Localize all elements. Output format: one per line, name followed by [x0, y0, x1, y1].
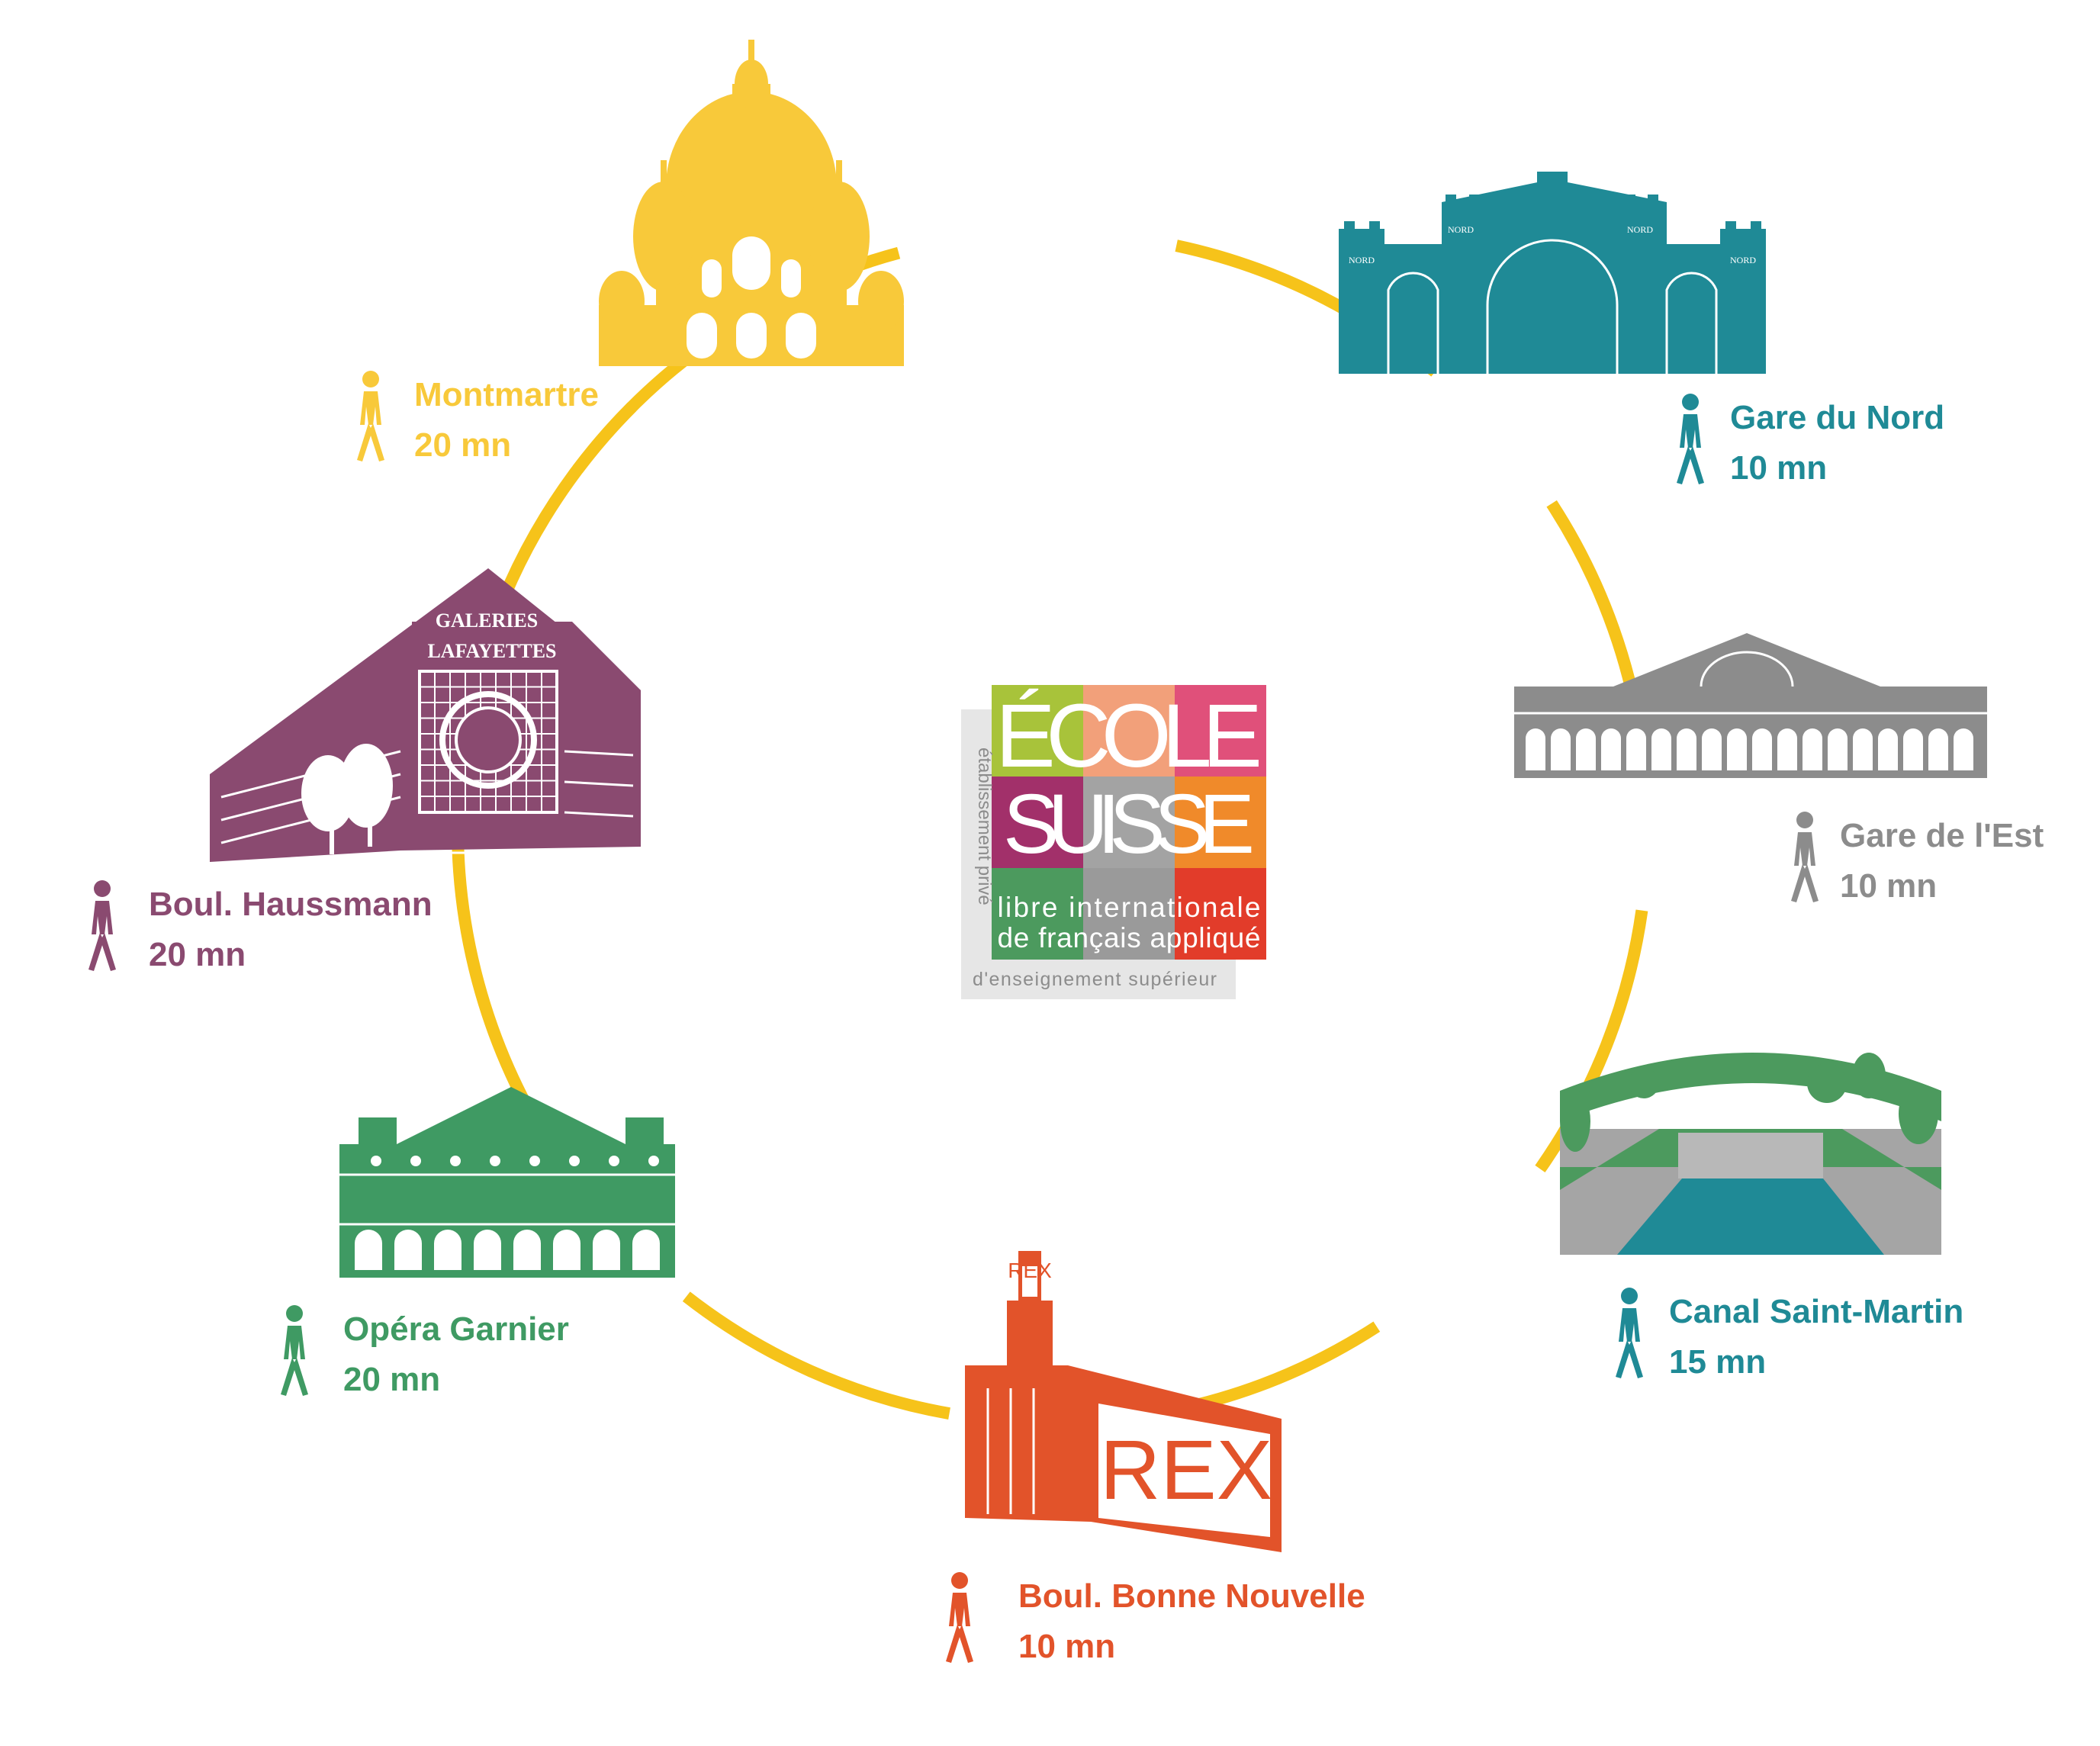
- destination-name: Boul. Bonne Nouvelle: [1018, 1577, 1365, 1615]
- ring-arc: [1175, 1321, 1381, 1416]
- destination-name: Canal Saint-Martin: [1669, 1293, 1964, 1330]
- walking-time: 10 mn: [1018, 1628, 1116, 1665]
- destination-label: Montmartre 20 mn: [414, 370, 599, 471]
- station-arch: [1551, 728, 1571, 770]
- galeries-lafayette-icon: GALERIES LAFAYETTES: [210, 568, 641, 862]
- rex-sign-text: REX: [1100, 1423, 1272, 1517]
- nord-plaque: NORD: [1448, 224, 1474, 235]
- nord-plaque: NORD: [1730, 255, 1756, 265]
- opera-oculus: [609, 1156, 619, 1166]
- station-arch: [1928, 728, 1948, 770]
- station-arch: [1878, 728, 1898, 770]
- station-arch: [1803, 728, 1822, 770]
- walking-time: 10 mn: [1730, 449, 1828, 487]
- opera-garnier-icon: [339, 1087, 675, 1278]
- station-arch: [1954, 728, 1973, 770]
- destination-name: Gare du Nord: [1730, 399, 1945, 436]
- destination-label: Opéra Garnier 20 mn: [343, 1304, 569, 1405]
- station-arch: [1601, 728, 1621, 770]
- destination-label: Gare du Nord 10 mn: [1730, 393, 1944, 494]
- logo-bottom-text: d'enseignement supérieur: [973, 969, 1217, 990]
- station-arch: [1777, 728, 1797, 770]
- walking-person-icon: [267, 1304, 322, 1407]
- ring-arc: [682, 1291, 950, 1420]
- destination-label: Boul. Haussmann 20 mn: [149, 879, 433, 980]
- station-arch: [1752, 728, 1772, 770]
- station-arch: [1677, 728, 1696, 770]
- ring-arc: [1535, 909, 1648, 1172]
- galeries-sign-line1: GALERIES: [436, 609, 538, 632]
- sacre-coeur-icon: [599, 40, 904, 366]
- walking-time: 20 mn: [343, 1361, 441, 1398]
- walking-time: 15 mn: [1669, 1343, 1767, 1381]
- opera-arch: [632, 1230, 660, 1270]
- opera-arch: [553, 1230, 580, 1270]
- opera-arch: [434, 1230, 461, 1270]
- station-arch: [1576, 728, 1596, 770]
- gare-de-lest-icon: [1514, 633, 1987, 778]
- logo-line4: de français appliqué: [998, 922, 1261, 953]
- walking-person-icon: [932, 1571, 987, 1674]
- opera-arch: [593, 1230, 620, 1270]
- station-arch: [1626, 728, 1646, 770]
- opera-oculus: [410, 1156, 421, 1166]
- walking-time: 10 mn: [1840, 867, 1938, 905]
- nord-plaque: NORD: [1349, 255, 1375, 265]
- destination-label: Gare de l'Est 10 mn: [1840, 811, 2044, 912]
- destination-name: Montmartre: [414, 376, 600, 413]
- opera-oculus: [450, 1156, 461, 1166]
- opera-arch: [513, 1230, 541, 1270]
- station-arch: [1727, 728, 1747, 770]
- walking-person-icon: [1602, 1287, 1657, 1390]
- destination-name: Boul. Haussmann: [149, 886, 433, 923]
- station-arch: [1651, 728, 1671, 770]
- destination-label: Boul. Bonne Nouvelle 10 mn: [1018, 1571, 1365, 1672]
- gare-du-nord-icon: [1339, 172, 1766, 374]
- ecole-suisse-logo: ÉCOLE SUISSE libre internationale de fra…: [961, 685, 1266, 999]
- walking-person-icon: [1663, 393, 1718, 496]
- nord-plaque: NORD: [1627, 224, 1653, 235]
- rex-tower-text: REX: [1008, 1259, 1052, 1282]
- galeries-sign-line2: LAFAYETTES: [427, 640, 556, 662]
- walking-time: 20 mn: [414, 426, 512, 464]
- walking-person-icon: [343, 370, 398, 473]
- destination-name: Opéra Garnier: [343, 1310, 569, 1348]
- opera-arch: [474, 1230, 501, 1270]
- destination-name: Gare de l'Est: [1840, 817, 2044, 854]
- logo-line1: ÉCOLE: [995, 686, 1262, 786]
- logo-line2: SUISSE: [1003, 777, 1255, 871]
- walking-person-icon: [1777, 811, 1832, 914]
- station-arch: [1828, 728, 1848, 770]
- walking-person-icon: [75, 879, 130, 982]
- logo-vertical-text: établissement privé: [974, 748, 995, 905]
- opera-oculus: [569, 1156, 580, 1166]
- canal-bridge-icon: [1560, 1053, 1941, 1255]
- opera-arch: [394, 1230, 422, 1270]
- station-arch: [1526, 728, 1545, 770]
- walking-time: 20 mn: [149, 936, 246, 973]
- logo-line3: libre internationale: [998, 892, 1261, 923]
- opera-oculus: [371, 1156, 381, 1166]
- opera-arch: [355, 1230, 382, 1270]
- opera-oculus: [529, 1156, 540, 1166]
- opera-oculus: [648, 1156, 659, 1166]
- station-arch: [1903, 728, 1923, 770]
- station-arch: [1702, 728, 1722, 770]
- opera-oculus: [490, 1156, 500, 1166]
- destination-label: Canal Saint-Martin 15 mn: [1669, 1287, 1963, 1387]
- station-arch: [1853, 728, 1873, 770]
- rex-cinema-icon: [965, 1251, 1282, 1552]
